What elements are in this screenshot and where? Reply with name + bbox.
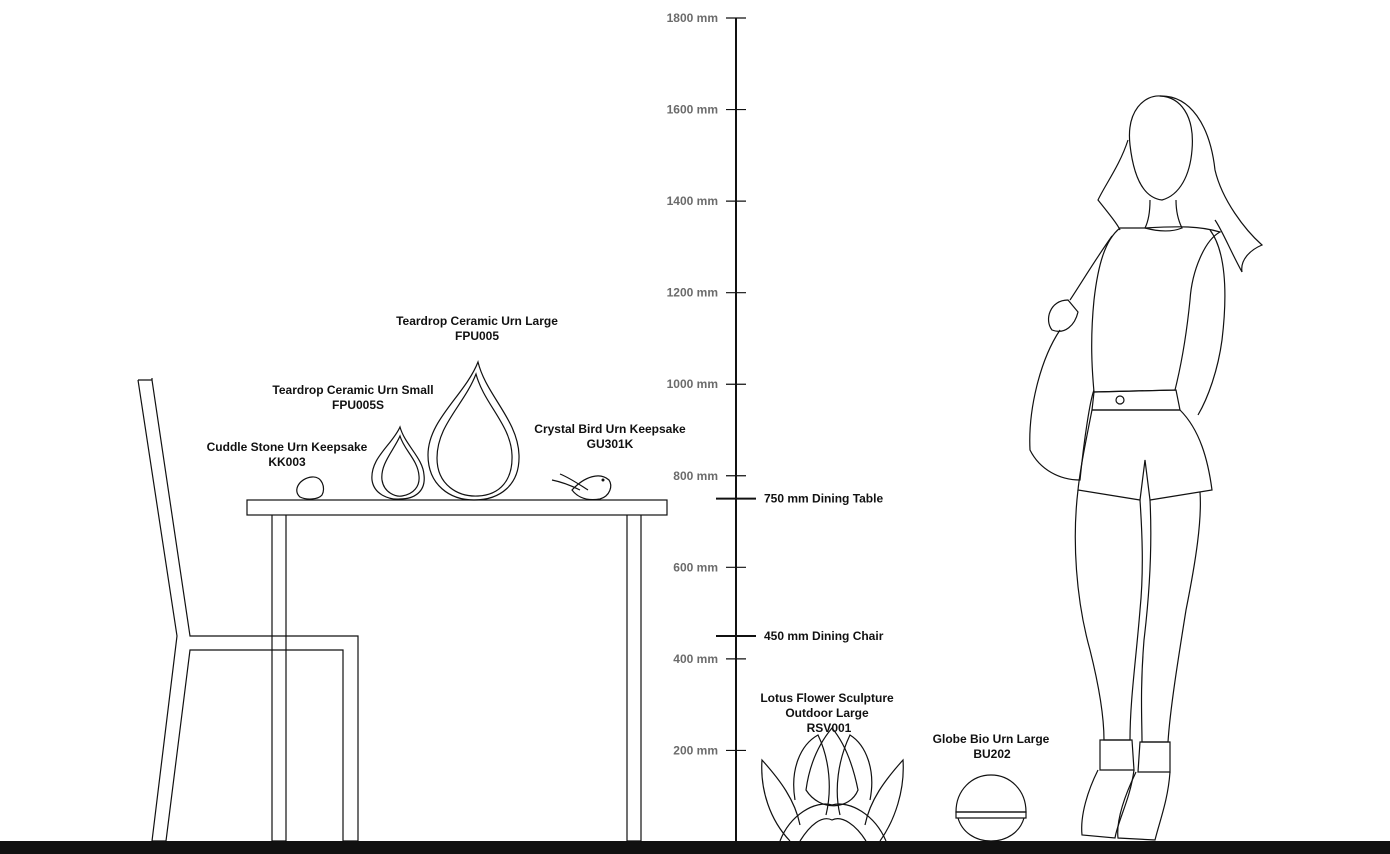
reference-marks: 750 mm Dining Table 450 mm Dining Chair [716,492,884,643]
cuddle-stone-name: Cuddle Stone Urn Keepsake [207,440,368,454]
globe-bio-urn [955,774,1027,842]
scale-ticks: 1800 mm 1600 mm 1400 mm 1200 mm 1000 mm 800 m… [667,11,746,757]
globe-code: BU202 [973,747,1011,761]
scale-tick-label: 400 mm [673,652,718,666]
scale-tick-label: 800 mm [673,469,718,483]
reference-mark-label: 450 mm Dining Chair [764,629,884,643]
cuddle-stone-code: KK003 [268,455,306,469]
dining-table [246,499,668,842]
woman-figure [1029,95,1264,841]
scale-tick-label: 1800 mm [667,11,718,25]
scale-tick-label: 1400 mm [667,194,718,208]
scale-tick-label: 1000 mm [667,377,718,391]
crystal-bird-code: GU301K [587,437,634,451]
dining-chair [137,378,359,842]
lotus-line2: Outdoor Large [785,706,869,720]
scale-tick-label: 200 mm [673,743,718,757]
lotus-line1: Lotus Flower Sculpture [760,691,894,705]
crystal-bird-name: Crystal Bird Urn Keepsake [534,422,686,436]
teardrop-small-name: Teardrop Ceramic Urn Small [272,383,433,397]
floor-line [0,841,1390,854]
globe-name: Globe Bio Urn Large [933,732,1050,746]
cuddle-stone-urn [296,476,325,500]
teardrop-large-name: Teardrop Ceramic Urn Large [396,314,558,328]
scale-tick-label: 1200 mm [667,286,718,300]
teardrop-large-code: FPU005 [455,329,499,343]
scale-tick-label: 600 mm [673,560,718,574]
product-labels: Teardrop Ceramic Urn Large FPU005 Teardr… [207,314,1050,761]
teardrop-urn-small [371,425,425,500]
lotus-flower-sculpture [761,727,904,842]
teardrop-urn-large [427,360,520,501]
lotus-code: RSV001 [807,721,852,735]
scale-tick-label: 1600 mm [667,103,718,117]
teardrop-small-code: FPU005S [332,398,384,412]
reference-mark-label: 750 mm Dining Table [764,492,883,506]
crystal-bird-urn [551,473,612,501]
